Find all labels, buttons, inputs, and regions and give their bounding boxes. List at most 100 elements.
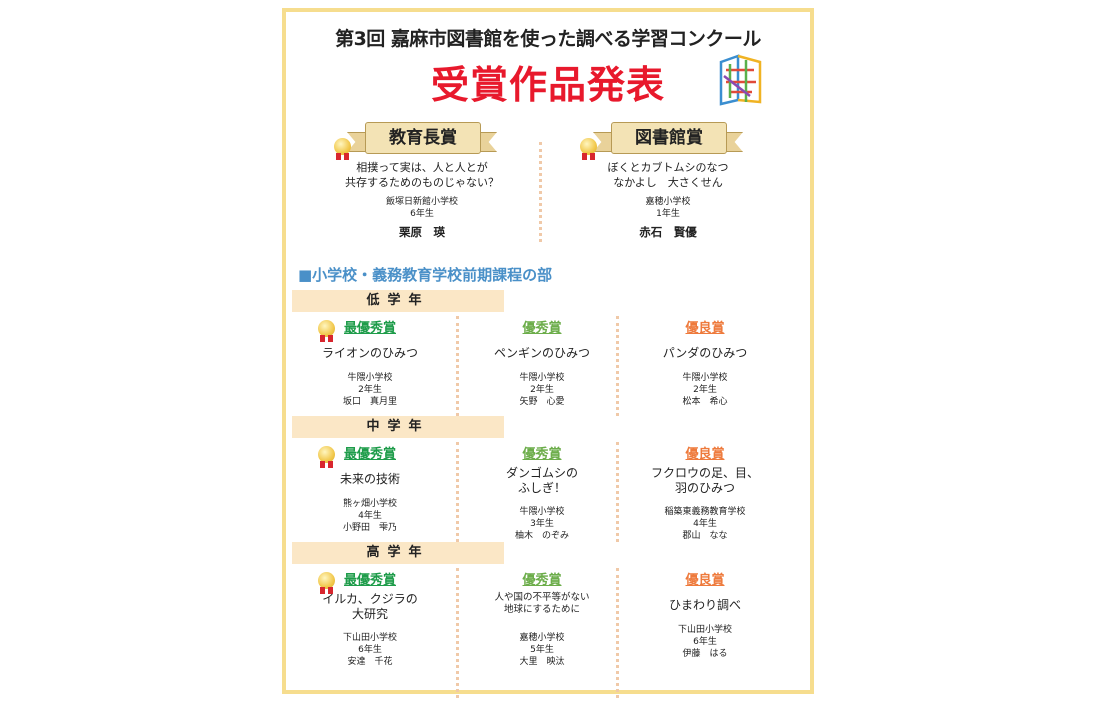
entry-grade: 2年生 [358,385,382,395]
divider [539,142,542,242]
medal-icon [580,138,600,162]
medal-icon [318,446,338,470]
award-label: 優良賞 [685,573,725,588]
entry-title: 相撲って実は、人と人とが [356,161,488,174]
entry-title: フクロウの足、目、 [650,466,759,480]
divider [456,316,459,416]
award-label: 優良賞 [685,321,725,336]
entry-grade: 3年生 [530,519,554,529]
entry-title-block: ライオンのひみつ [280,346,460,368]
entry-school: 牛隈小学校 [519,373,565,383]
entry-grade: 2年生 [530,385,554,395]
medal-disc [318,320,335,337]
entry-title-block: イルカ、クジラの大研究 [280,592,460,626]
entry-grade: 5年生 [530,645,554,655]
entry-title: パンダのひみつ [662,346,748,360]
entry-title: 大研究 [351,607,388,621]
entry-name: 郡山 なな [682,531,728,541]
divider [616,442,619,542]
entry-name: 小野田 雫乃 [342,523,397,533]
award-entry: ライオンのひみつ牛隈小学校 2年生坂口 真月里 [280,346,460,408]
entry-title-block: 未来の技術 [280,472,460,494]
entry-title: 羽のひみつ [674,481,735,495]
award-name: 図書館賞 [611,122,727,154]
ribbon-icon [590,153,595,160]
award-entry: パンダのひみつ牛隈小学校 2年生松本 希心 [615,346,795,408]
award-label: 最優秀賞 [343,447,396,462]
grade-band-header: 中学年 [292,416,504,438]
contest-title: 第3回 嘉麻市図書館を使った調べる学習コンクール [335,28,761,50]
divider [616,568,619,698]
award-name: 教育長賞 [365,122,481,154]
entry-title: ふしぎ！ [517,481,566,495]
ribbon-icon [320,335,325,342]
ribbon-icon [320,587,325,594]
entry-grade: 6年生 [358,645,382,655]
ribbon-icon [336,153,341,160]
entry-title: 未来の技術 [339,472,400,486]
award-entry: ペンギンのひみつ牛隈小学校 2年生矢野 心愛 [452,346,632,408]
entry-grade: 6年生 [693,637,717,647]
entry-name: 大里 映汰 [519,657,565,667]
divider [456,568,459,698]
entry-school: 牛隈小学校 [519,507,565,517]
entry-title-block: ひまわり調べ [615,598,795,620]
medal-disc [580,138,597,155]
medal-disc [318,572,335,589]
entry-name: 安達 千花 [347,657,393,667]
entry-school: 飯塚日新館小学校 [385,197,458,207]
section-title: ■小学校・義務教育学校前期課程の部 [298,266,553,284]
entry-title: 人や国の不平等がない [494,592,590,603]
poster: 第3回 嘉麻市図書館を使った調べる学習コンクール 受賞作品発表 ■小学校・義務教… [280,8,814,698]
entry-name: 伊藤 はる [682,649,728,659]
entry-school: 嘉穂小学校 [519,633,565,643]
medal-icon [318,320,338,344]
ribbon-icon [320,461,325,468]
award-ribbon: 図書館賞 [593,120,743,156]
entry-school: 稲築東義務教育学校 [664,507,746,517]
headline: 受賞作品発表 [430,63,665,107]
medal-disc [318,446,335,463]
divider [456,442,459,542]
entry-title: 地球にするために [503,604,581,615]
award-ribbon: 教育長賞 [347,120,497,156]
award-label: 優秀賞 [522,321,562,336]
entry-title: ペンギンのひみつ [493,346,590,360]
ribbon-icon [328,335,333,342]
entry-school: 牛隈小学校 [347,373,393,383]
medal-disc [334,138,351,155]
entry-title: ライオンのひみつ [321,346,418,360]
ribbon-icon [582,153,587,160]
entry-title: ダンゴムシの [505,466,578,480]
entry-title-block: パンダのひみつ [615,346,795,368]
library-logo-icon [719,54,762,106]
entry-school: 牛隈小学校 [682,373,728,383]
entry-name: 坂口 真月里 [342,397,397,407]
entry-name: 矢野 心愛 [519,397,565,407]
medal-icon [318,572,338,596]
entry-school: 下山田小学校 [342,633,397,643]
ribbon-icon [328,461,333,468]
entry-name: 松本 希心 [682,397,728,407]
award-label: 最優秀賞 [343,321,396,336]
entry-name: 栗原 瑛 [399,225,445,239]
award-label: 最優秀賞 [343,573,396,588]
entry-grade: 2年生 [693,385,717,395]
entry-title: ぼくとカブトムシのなつ [607,161,729,174]
ribbon-icon [344,153,349,160]
divider [616,316,619,416]
entry-title-block: 人や国の不平等がない地球にするために [452,592,632,626]
entry-grade: 1年生 [656,209,680,219]
entry-school: 嘉穂小学校 [645,197,691,207]
entry-title-block: フクロウの足、目、羽のひみつ [615,466,795,500]
grade-band-header: 低学年 [292,290,504,312]
award-label: 優秀賞 [522,447,562,462]
award-label: 優良賞 [685,447,725,462]
